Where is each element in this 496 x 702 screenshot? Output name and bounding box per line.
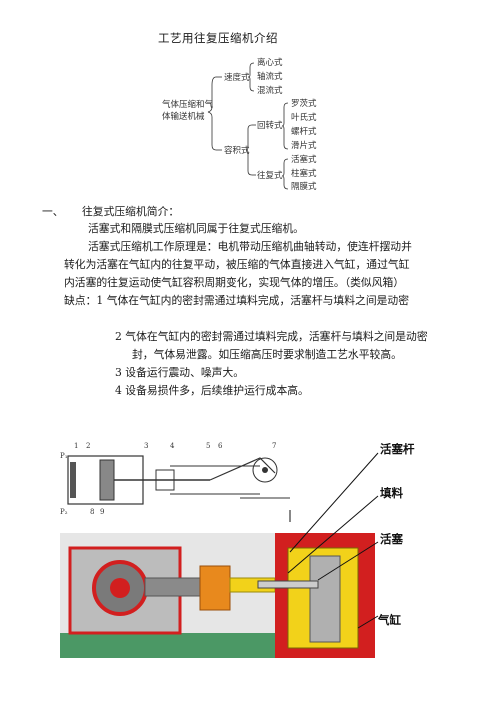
tree-branch-speed: 速度式 [224,72,250,83]
classification-tree: 气体压缩和气 体输送机械 速度式 容积式 离心式 轴流式 混流式 回转式 往复式… [162,57,317,190]
compressor-illustration: 1 2 3 4 5 6 7 8 9 P₁ P₂ [60,442,379,658]
schematic-number: 9 [100,508,104,516]
tree-item-axial: 轴流式 [257,71,283,82]
schematic-number: 5 [206,442,210,450]
tree-item-roots: 罗茨式 [291,98,317,109]
tree-item-screw: 螺杆式 [291,126,317,137]
cutaway-diagram [60,452,379,658]
paragraph-line: 封，气体易泄露。如压缩高压时要求制造工艺水平较高。 [132,348,402,361]
paragraph-line: 活塞式压缩机工作原理是：电机带动压缩机曲轴转动，使连杆摆动并 [88,240,412,253]
schematic-number: 8 [90,508,94,516]
tree-item-mixed: 混流式 [257,85,283,96]
paragraph-line: 内活塞的往复运动使气缸容积周期变化，实现气体的增压。（类似风箱） [64,276,405,289]
paragraph-line: 转化为活塞在气缸内的往复平动，被压缩的气体直接进入气缸，通过气缸 [64,258,410,271]
tree-item-diaphragm: 隔膜式 [291,181,317,190]
schematic-number: 6 [218,442,223,450]
schematic-number: 2 [86,442,90,450]
callout-cylinder: 气缸 [378,613,401,627]
schematic-number: 1 [74,442,78,450]
tree-item-vane: 叶氏式 [291,112,317,123]
section-heading: 一、 往复式压缩机简介： [42,204,179,219]
tree-branch-volume: 容积式 [224,145,250,156]
paragraph-line: 活塞式和隔膜式压缩机同属于往复式压缩机。 [88,222,304,235]
tree-item-centrifugal: 离心式 [257,57,283,68]
section-heading-text: 往复式压缩机简介： [82,205,180,218]
paragraph-line: 3 设备运行震动、噪声大。 [115,366,245,379]
callout-piston-rod: 活塞杆 [380,442,415,456]
tree-root-line1: 气体压缩和气 [162,99,214,110]
callout-piston: 活塞 [380,532,403,546]
tree-root-line2: 体输送机械 [162,111,205,122]
schematic-number: 7 [272,442,276,450]
tree-branch-reciprocating: 往复式 [257,170,283,181]
document-title: 工艺用往复压缩机介绍 [158,31,278,45]
schematic-number: 3 [144,442,148,450]
schematic-number: 4 [170,442,175,450]
tree-branch-rotary: 回转式 [257,120,283,131]
paragraph-line: 2 气体在气缸内的密封需通过填料完成，活塞杆与填料之间是动密 [115,330,428,343]
section-number: 一、 [42,205,64,218]
schematic-label: P₁ [60,452,68,460]
tree-item-plunger: 柱塞式 [291,168,317,179]
schematic-label: P₂ [60,508,68,516]
schematic-diagram: 1 2 3 4 5 6 7 8 9 P₁ P₂ [60,442,290,516]
tree-item-sliding: 滑片式 [291,140,317,151]
paragraph-line: 缺点：1 气体在气缸内的密封需通过填料完成，活塞杆与填料之间是动密 [64,294,410,307]
tree-item-piston: 活塞式 [291,154,317,165]
callout-packing: 填料 [380,486,403,500]
paragraph-line: 4 设备易损件多，后续维护运行成本高。 [115,384,309,397]
